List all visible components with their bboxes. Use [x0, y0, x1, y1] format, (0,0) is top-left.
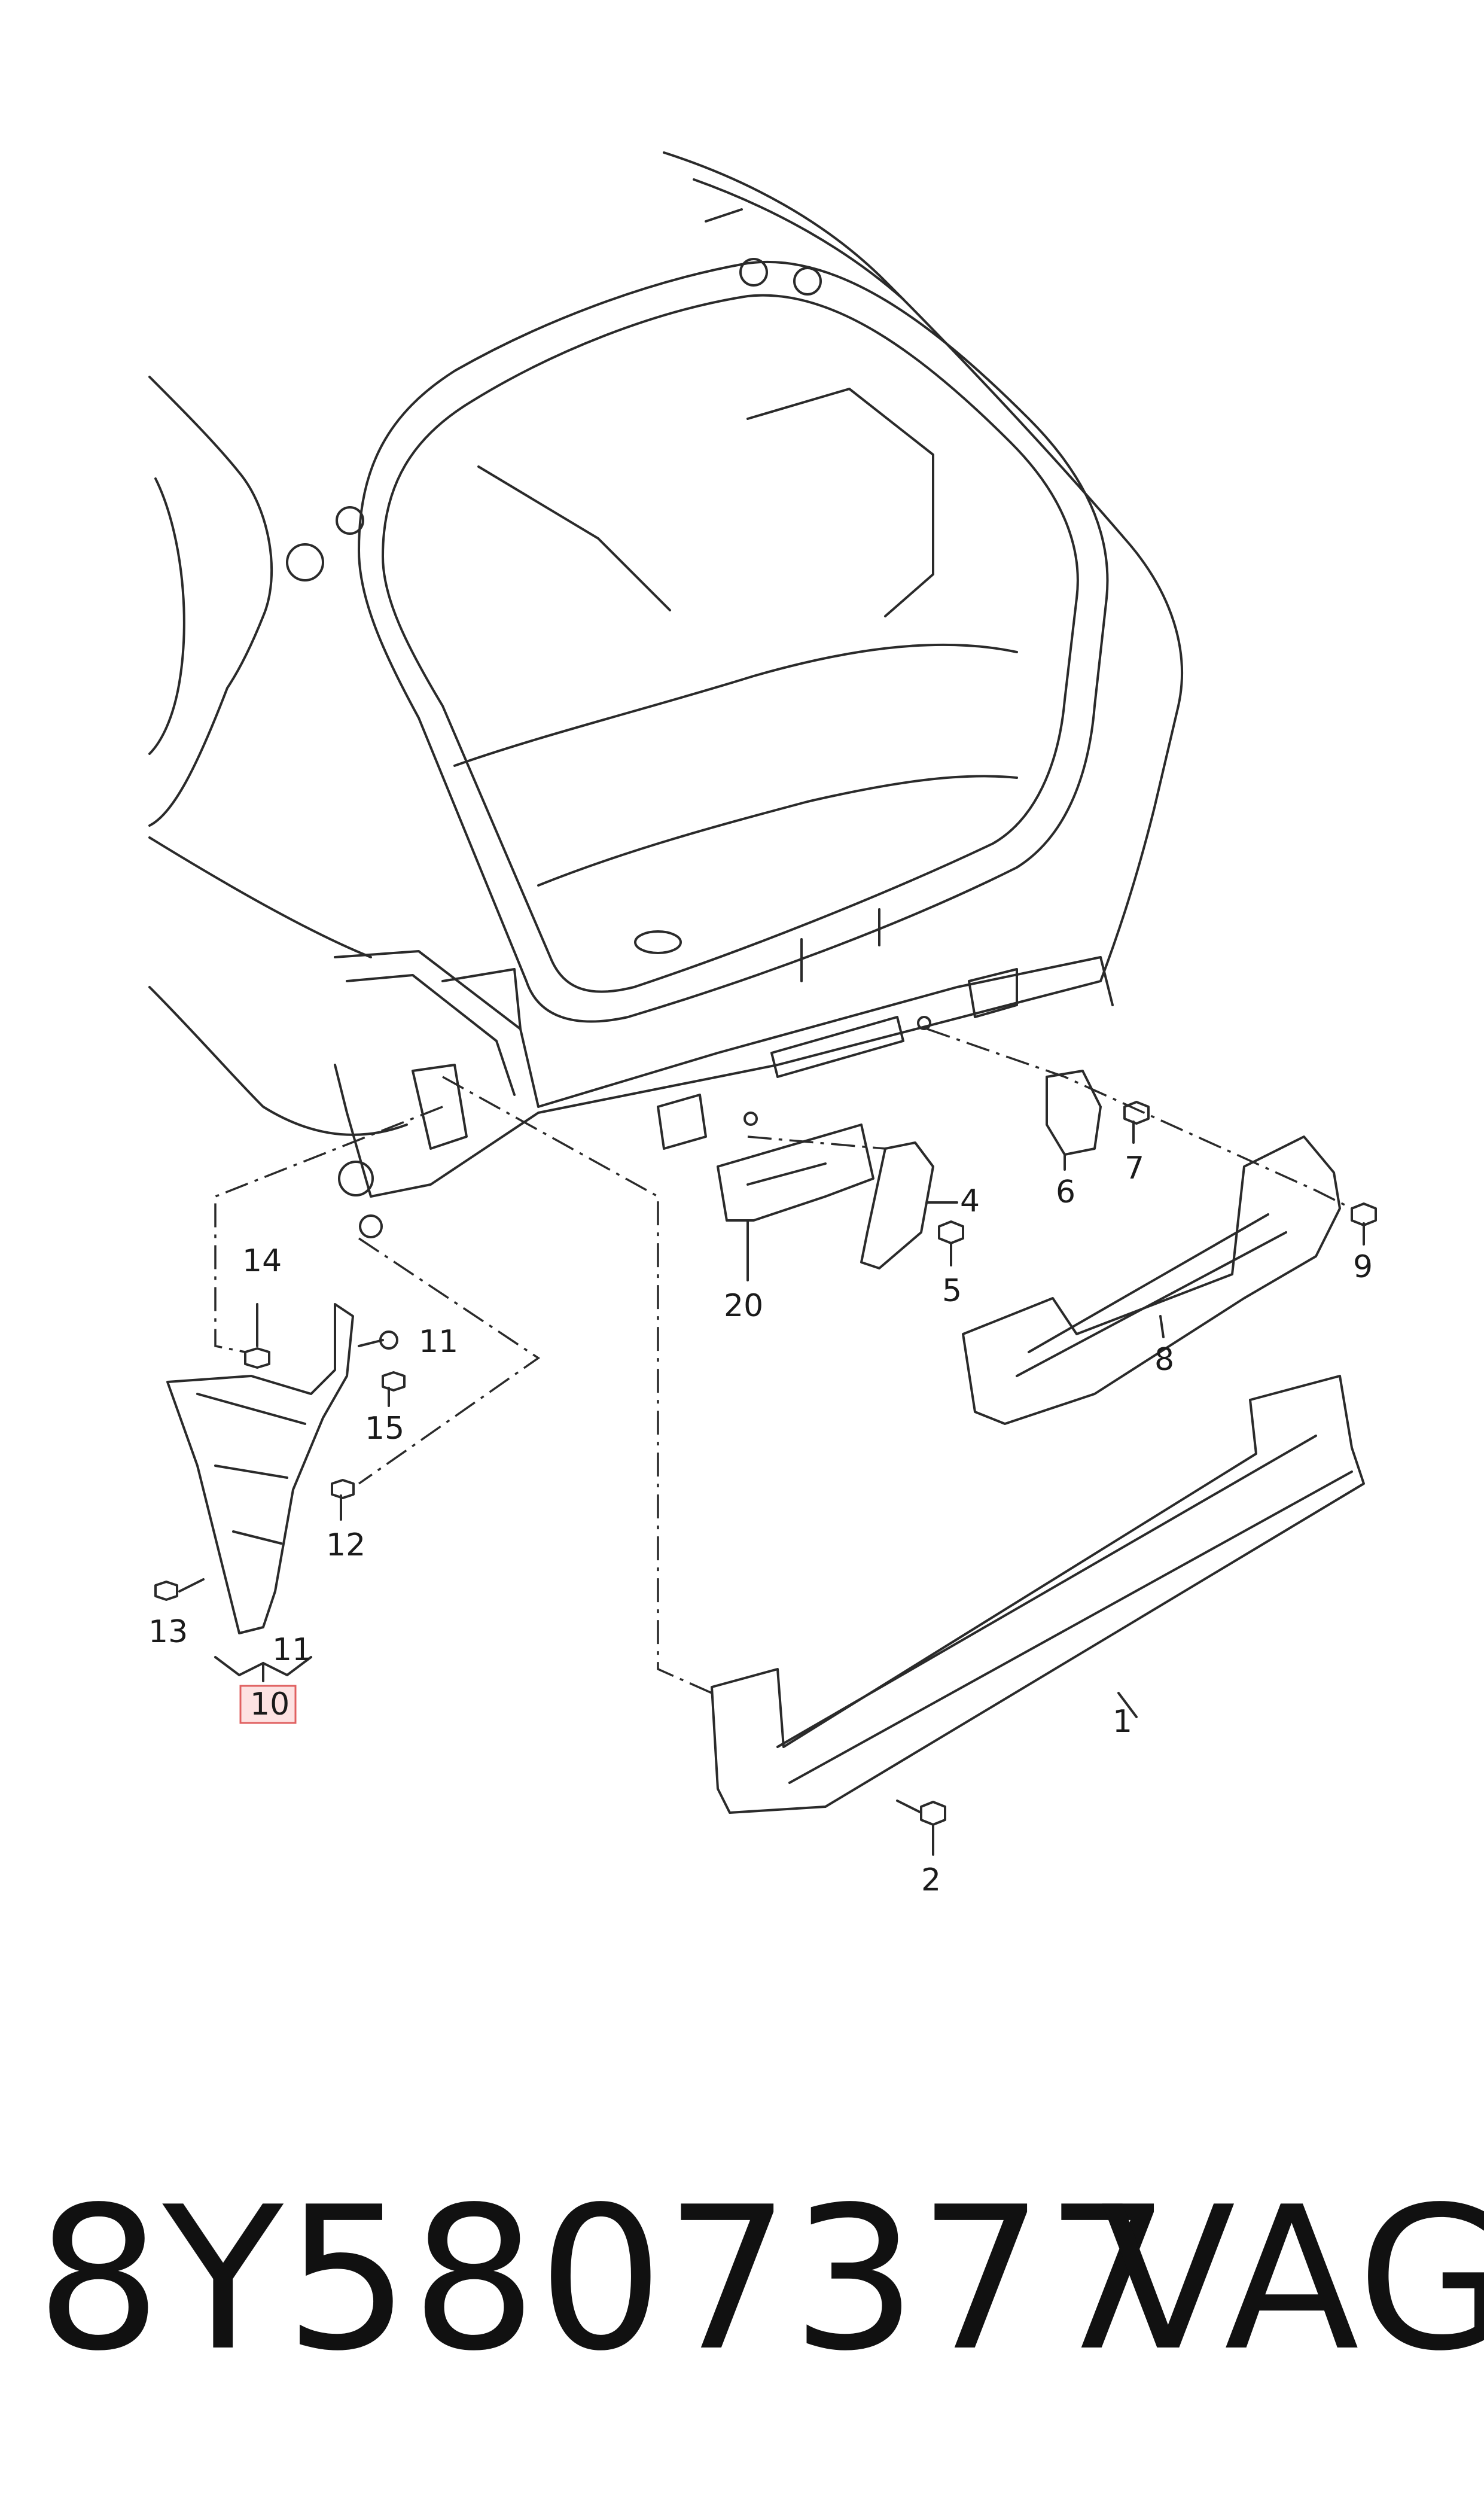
callout-11a: 11	[419, 1324, 458, 1360]
callout-13: 13	[148, 1614, 188, 1650]
part-number: 8Y5807377	[36, 2164, 1172, 2394]
callout-9: 9	[1353, 1249, 1373, 1285]
part-6-bracket	[1046, 1070, 1102, 1156]
callout-1: 1	[1113, 1704, 1132, 1740]
callout-5: 5	[942, 1273, 962, 1309]
group-bracket	[214, 1656, 312, 1676]
part-2-bolt	[896, 1800, 946, 1826]
callout-15: 15	[365, 1411, 404, 1447]
reinforcement-edges	[776, 1435, 1353, 1784]
callout-8: 8	[1154, 1342, 1174, 1378]
callout-7: 7	[1125, 1150, 1144, 1186]
part-8-absorber	[962, 1135, 1341, 1425]
callout-20: 20	[724, 1288, 763, 1324]
part-1-reinforcement	[711, 1375, 1365, 1814]
leader-1	[1117, 1692, 1138, 1718]
callout-11b: 11	[272, 1632, 312, 1668]
callout-4: 4	[960, 1183, 980, 1219]
assembly-lines	[214, 1028, 1352, 1694]
leader-8	[1159, 1315, 1165, 1338]
highlight-box	[239, 1685, 297, 1724]
bracket-ribs	[196, 1393, 306, 1545]
part-4-bracket	[860, 1141, 934, 1269]
callout-14: 14	[242, 1243, 282, 1279]
callout-2: 2	[921, 1862, 941, 1898]
part-15-bolt	[382, 1371, 406, 1392]
car-body	[148, 151, 1183, 1238]
part-9-nut	[1351, 1202, 1377, 1226]
brand-name: VAG	[1101, 2164, 1484, 2394]
part-10-bracket	[166, 1303, 354, 1634]
part-20-plate	[717, 1123, 874, 1222]
part-14-screw	[244, 1347, 270, 1369]
part-13-screw	[154, 1578, 205, 1601]
part-12-screw	[331, 1479, 355, 1499]
part-7-nut	[1123, 1101, 1150, 1125]
callout-10: 10	[250, 1686, 290, 1722]
part-5-nut	[938, 1220, 964, 1244]
callout-labels: 1 2 4 5 6 7 8 9 10 11 11 12 13 14 15 20	[148, 1150, 1373, 1898]
callout-12: 12	[326, 1527, 365, 1563]
absorber-ribs	[1016, 1213, 1287, 1377]
leader-11a	[358, 1339, 384, 1347]
callout-6: 6	[1056, 1174, 1075, 1210]
